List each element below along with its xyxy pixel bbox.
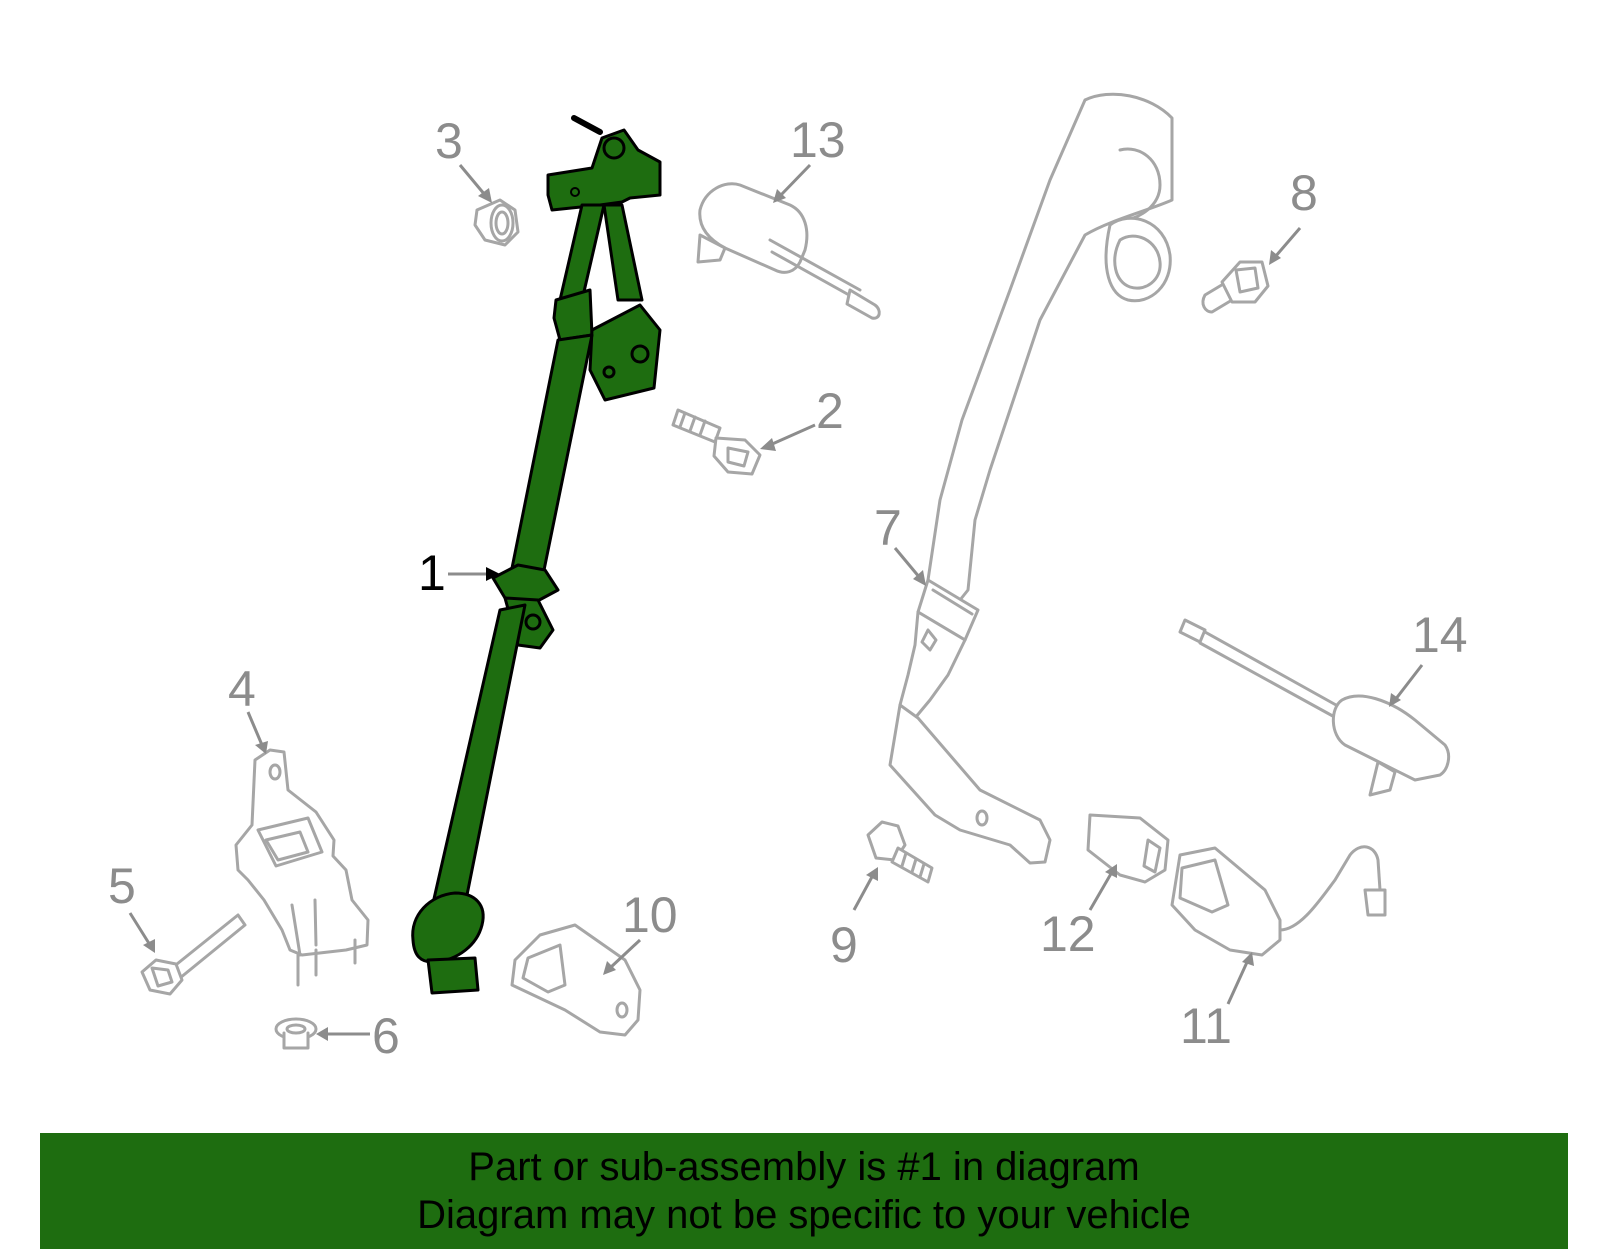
pretensioner-14-icon[interactable] bbox=[1178, 618, 1451, 797]
callout-4: 4 bbox=[228, 661, 256, 717]
buckle-cap-12-icon[interactable] bbox=[1086, 813, 1170, 884]
callout-14: 14 bbox=[1412, 607, 1468, 663]
bolt-5-icon[interactable] bbox=[140, 913, 247, 996]
callout-3: 3 bbox=[435, 113, 463, 169]
pretensioner-13-icon[interactable] bbox=[696, 182, 881, 320]
leader-arrows bbox=[128, 163, 1424, 1041]
callout-12: 12 bbox=[1040, 906, 1096, 962]
clip-8-icon[interactable] bbox=[1201, 260, 1270, 314]
buckle-11-icon[interactable] bbox=[1170, 845, 1387, 957]
callout-7: 7 bbox=[874, 500, 902, 556]
bolt-9-icon[interactable] bbox=[866, 820, 934, 884]
callout-9: 9 bbox=[830, 917, 858, 973]
callout-5: 5 bbox=[108, 858, 136, 914]
seat-belt-webbing-icon[interactable] bbox=[888, 92, 1174, 865]
buckle-cover-10-icon[interactable] bbox=[510, 923, 642, 1037]
callout-2: 2 bbox=[816, 383, 844, 439]
bracket-4-icon[interactable] bbox=[234, 748, 370, 987]
banner-line-1: Part or sub-assembly is #1 in diagram bbox=[468, 1145, 1140, 1189]
callout-11: 11 bbox=[1180, 998, 1232, 1054]
nut-6-icon[interactable] bbox=[274, 1017, 318, 1050]
callout-13: 13 bbox=[790, 112, 846, 168]
callout-10: 10 bbox=[622, 887, 678, 943]
nut-3-icon[interactable] bbox=[473, 198, 520, 247]
bolt-2-icon[interactable] bbox=[671, 408, 762, 476]
seat-belt-assembly-icon[interactable] bbox=[411, 115, 662, 995]
notice-banner: Part or sub-assembly is #1 in diagram Di… bbox=[40, 1133, 1568, 1249]
banner-line-2: Diagram may not be specific to your vehi… bbox=[417, 1193, 1191, 1237]
callout-8: 8 bbox=[1290, 165, 1318, 221]
callout-6: 6 bbox=[372, 1008, 400, 1064]
callout-1: 1 bbox=[418, 545, 446, 601]
